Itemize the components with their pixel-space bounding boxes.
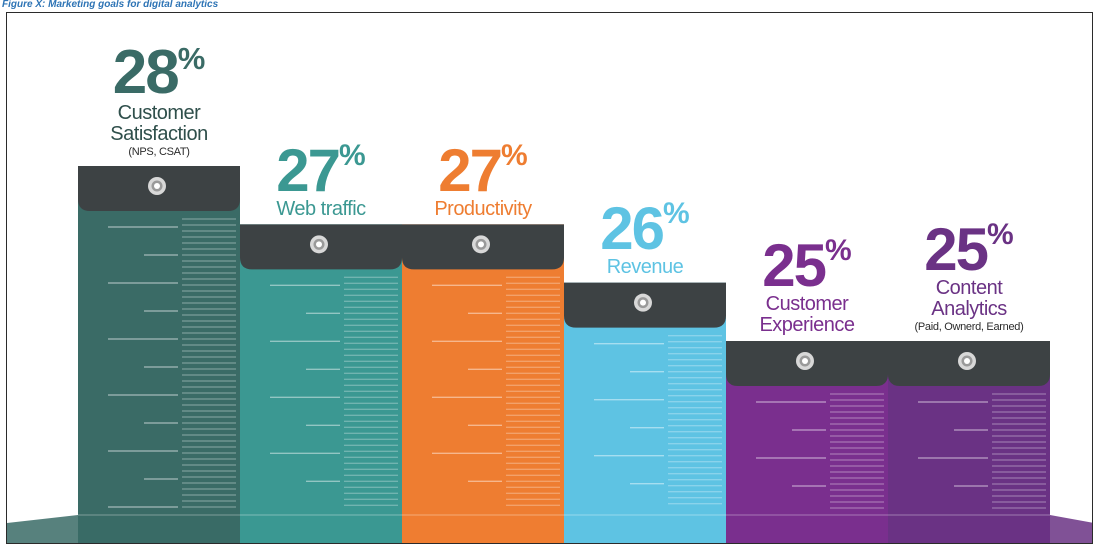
category-label: Analytics [931, 298, 1007, 321]
bar-2 [240, 224, 402, 543]
value-number: 28 [112, 37, 180, 107]
bar-floor-1 [78, 515, 240, 543]
category-label: Customer [765, 292, 849, 315]
category-label: Web traffic [276, 197, 366, 220]
cap-button-center-icon [154, 183, 160, 189]
bar-label-4: 26%Revenue [564, 197, 726, 279]
bar-label-3: 27%Productivity [402, 138, 564, 221]
value-number: 25 [924, 215, 989, 283]
cap-button-center-icon [316, 241, 322, 248]
cap-button-center-icon [478, 241, 484, 248]
floor-right [1050, 515, 1092, 543]
bar-3 [402, 224, 564, 543]
category-label: Experience [759, 314, 855, 337]
value-label: 26% [564, 197, 726, 259]
value-number: 27 [438, 136, 503, 204]
percent-sign: % [339, 138, 366, 172]
bar-floor-3 [402, 515, 564, 543]
percent-sign: % [987, 217, 1014, 251]
category-label: Productivity [434, 197, 532, 220]
category-note: (NPS, CSAT) [128, 145, 190, 158]
figure-caption: Figure X: Marketing goals for digital an… [2, 0, 219, 10]
value-number: 26 [600, 195, 665, 263]
cap-button-center-icon [964, 358, 970, 364]
value-label: 27% [402, 138, 564, 200]
percent-sign: % [825, 233, 852, 267]
value-label: 27% [240, 138, 402, 200]
cap-button-center-icon [802, 358, 808, 364]
category-label: Customer [117, 101, 201, 124]
floor-left [7, 515, 78, 543]
category-label: Content [935, 276, 1003, 299]
value-label: 25% [888, 217, 1050, 279]
percent-sign: % [177, 40, 206, 76]
bar-floor-5 [726, 515, 888, 543]
category-label: Satisfaction [110, 123, 208, 146]
bar-floor-4 [564, 515, 726, 543]
bar-label-2: 27%Web traffic [240, 138, 402, 221]
percent-sign: % [501, 138, 528, 172]
category-label: Revenue [606, 256, 684, 279]
value-number: 27 [276, 136, 341, 204]
category-note: (Paid, Ownerd, Earned) [914, 320, 1024, 333]
cap-button-center-icon [640, 299, 646, 306]
bar-floor-2 [240, 515, 402, 543]
percent-sign: % [663, 197, 690, 231]
bar-floor-6 [888, 515, 1050, 543]
value-number: 25 [762, 231, 827, 299]
bar-1 [78, 166, 240, 543]
bar-chart [7, 166, 1092, 543]
value-label: 28% [78, 40, 240, 103]
value-label: 25% [726, 233, 888, 295]
